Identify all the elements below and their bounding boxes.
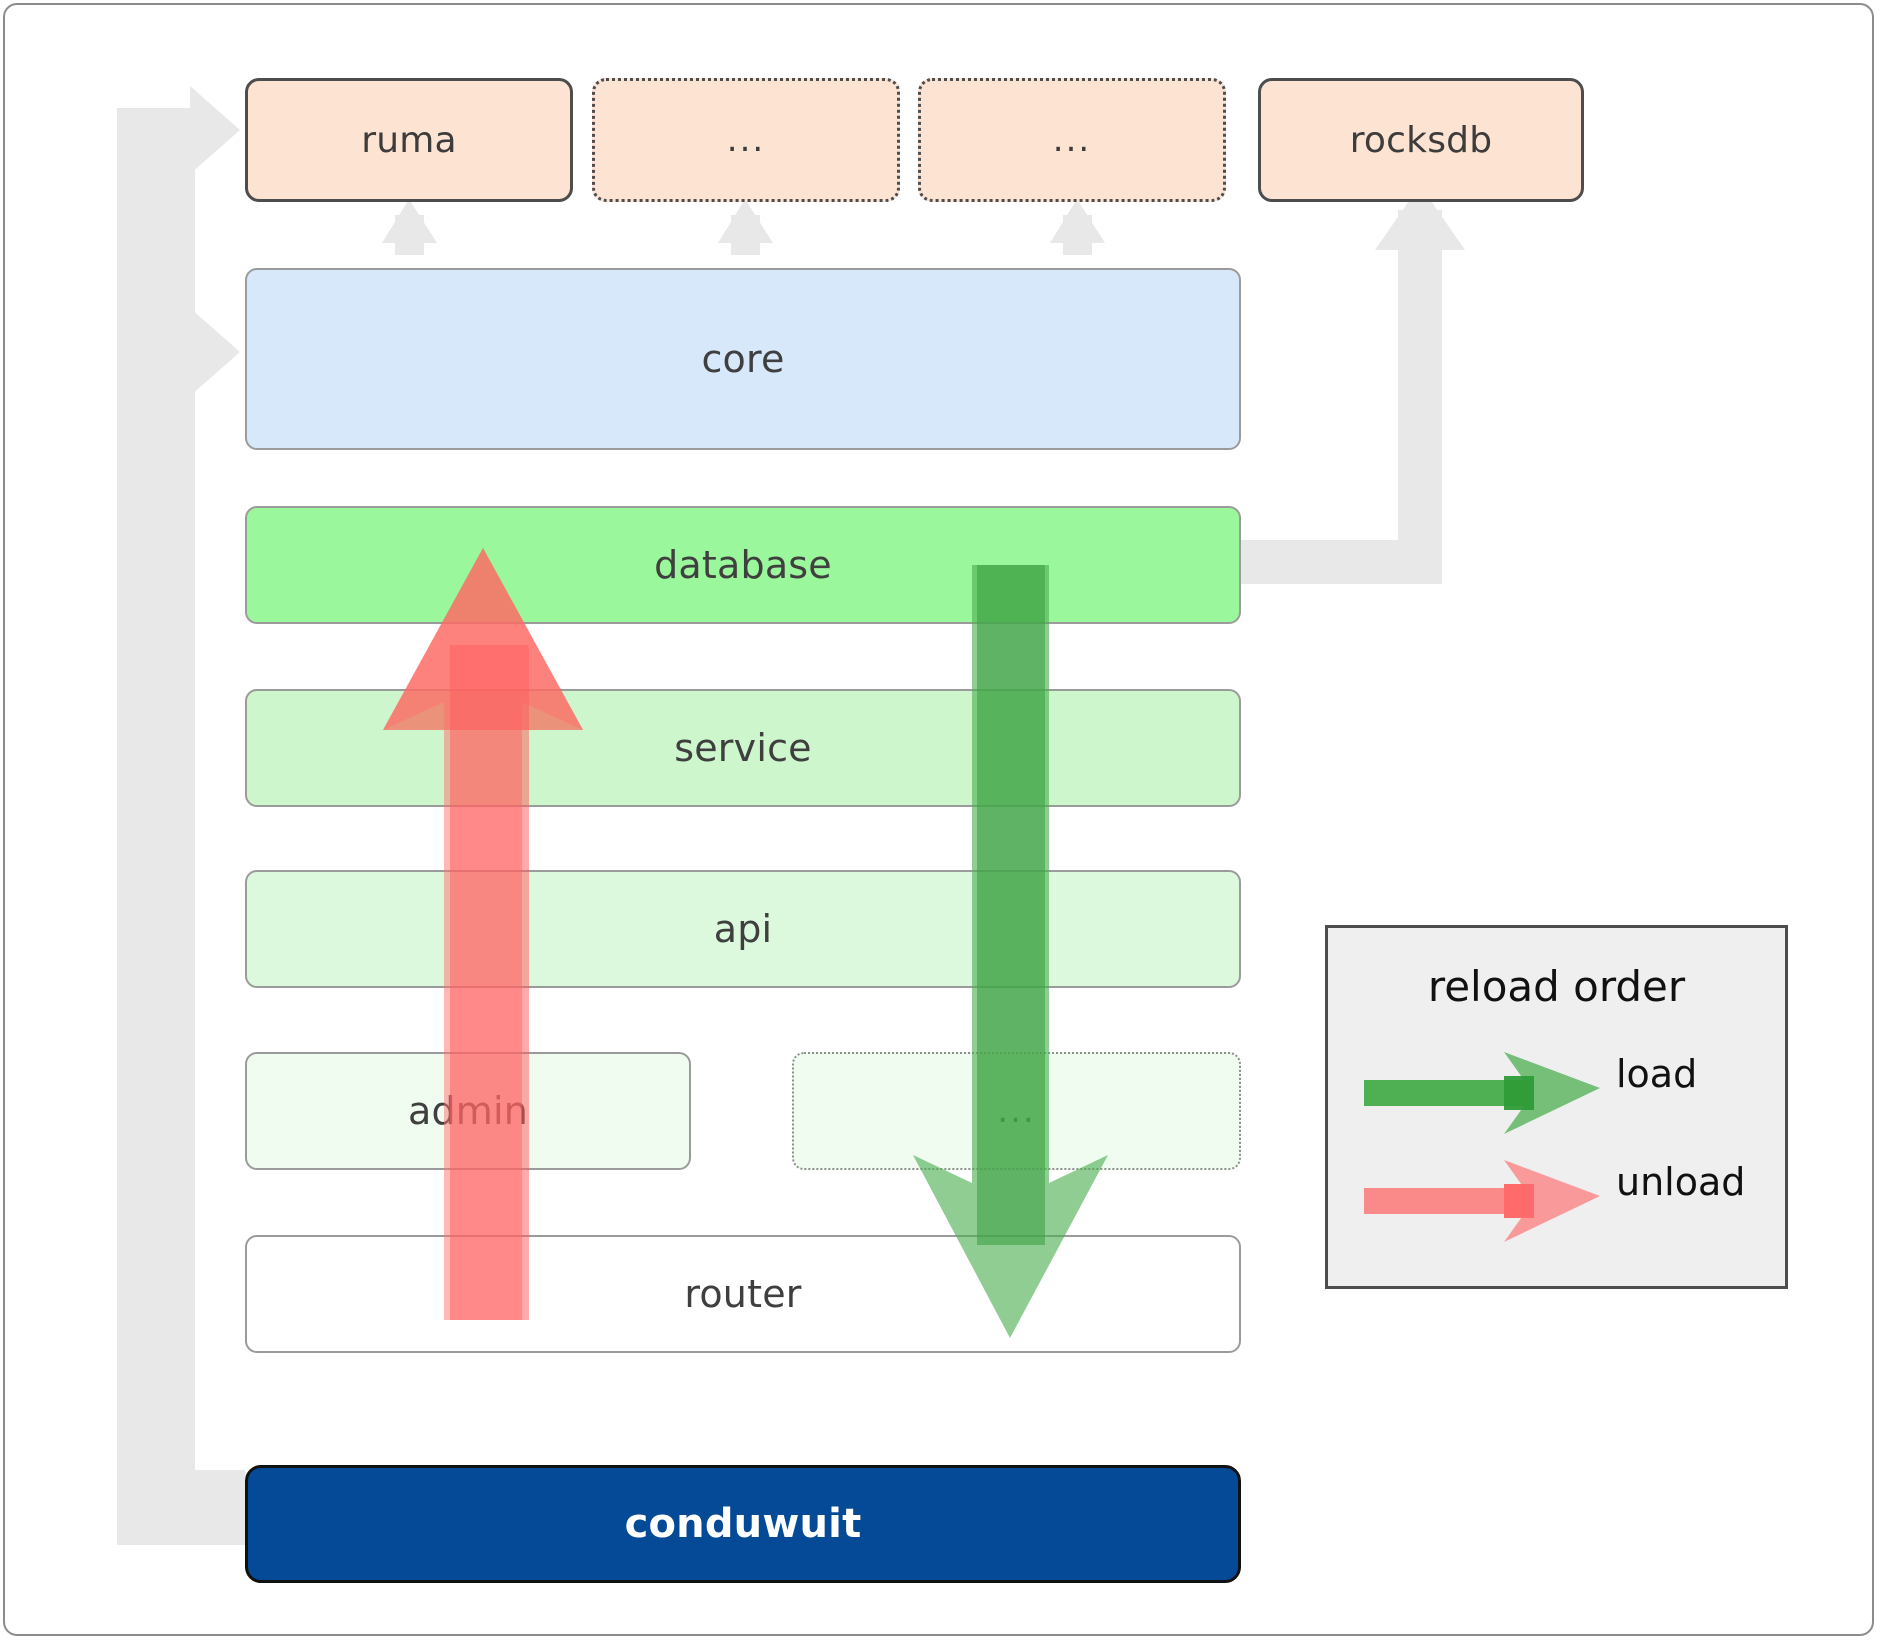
root-box-conduwuit[interactable]: conduwuit xyxy=(245,1465,1241,1583)
dependency-label-ellipsis-1: ... xyxy=(726,119,766,160)
layer-label-router: router xyxy=(684,1272,802,1316)
layer-label-api: api xyxy=(713,907,773,951)
dependency-label-ellipsis-2: ... xyxy=(1052,119,1092,160)
layer-label-core: core xyxy=(701,337,785,381)
layer-box-core[interactable]: core xyxy=(245,268,1241,450)
leaf-box-admin[interactable]: admin xyxy=(245,1052,691,1170)
layer-box-database[interactable]: database xyxy=(245,506,1241,624)
dependency-box-ruma[interactable]: ruma xyxy=(245,78,573,202)
layer-box-api[interactable]: api xyxy=(245,870,1241,988)
legend-title: reload order xyxy=(1427,962,1686,1011)
layer-label-service: service xyxy=(674,726,812,770)
leaf-label-ellipsis: ... xyxy=(997,1090,1036,1131)
dependency-box-ellipsis-1[interactable]: ... xyxy=(592,78,900,202)
layer-box-service[interactable]: service xyxy=(245,689,1241,807)
dependency-label-rocksdb: rocksdb xyxy=(1349,119,1493,161)
dependency-label-ruma: ruma xyxy=(361,119,457,161)
dependency-box-rocksdb[interactable]: rocksdb xyxy=(1258,78,1584,202)
leaf-box-ellipsis[interactable]: ... xyxy=(792,1052,1241,1170)
leaf-label-admin: admin xyxy=(407,1089,529,1133)
legend-label-unload: unload xyxy=(1616,1160,1746,1204)
legend-load-arrow-icon xyxy=(1364,1052,1600,1134)
layer-label-database: database xyxy=(654,543,832,587)
layer-box-router[interactable]: router xyxy=(245,1235,1241,1353)
dependency-box-ellipsis-2[interactable]: ... xyxy=(918,78,1226,202)
legend-label-load: load xyxy=(1616,1052,1698,1096)
legend-box: reload order load unload xyxy=(1325,925,1788,1289)
legend-unload-arrow-icon xyxy=(1364,1160,1600,1242)
diagram-frame xyxy=(3,3,1874,1636)
root-label-conduwuit: conduwuit xyxy=(624,1501,862,1547)
